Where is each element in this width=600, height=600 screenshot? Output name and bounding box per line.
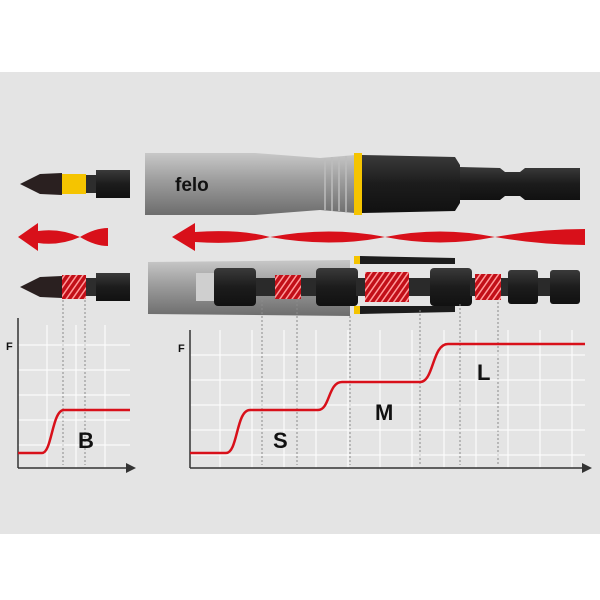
bit-holder: felo	[145, 153, 580, 215]
twist-arrow-small	[18, 223, 108, 251]
guide-lines	[62, 300, 499, 465]
twist-arrow-large	[172, 223, 585, 251]
large-graph-axis-label: F	[178, 343, 185, 355]
felo-logo: felo	[175, 175, 209, 196]
large-graph-grid	[190, 330, 585, 468]
small-graph-axes	[17, 318, 136, 473]
curve-label-b: B	[78, 428, 94, 453]
curve-label-m: M	[375, 400, 393, 425]
small-graph-axis-label: F	[6, 341, 13, 353]
small-graph-curve	[18, 408, 130, 455]
curve-label-l: L	[477, 360, 490, 385]
curve-label-s: S	[273, 428, 288, 453]
bit-standard	[20, 170, 130, 198]
bit-torsion-zone	[20, 273, 130, 301]
large-graph-curve	[190, 342, 585, 455]
small-graph-grid	[18, 325, 130, 468]
large-graph-axes	[189, 330, 592, 473]
bit-holder-cutaway	[148, 256, 580, 316]
